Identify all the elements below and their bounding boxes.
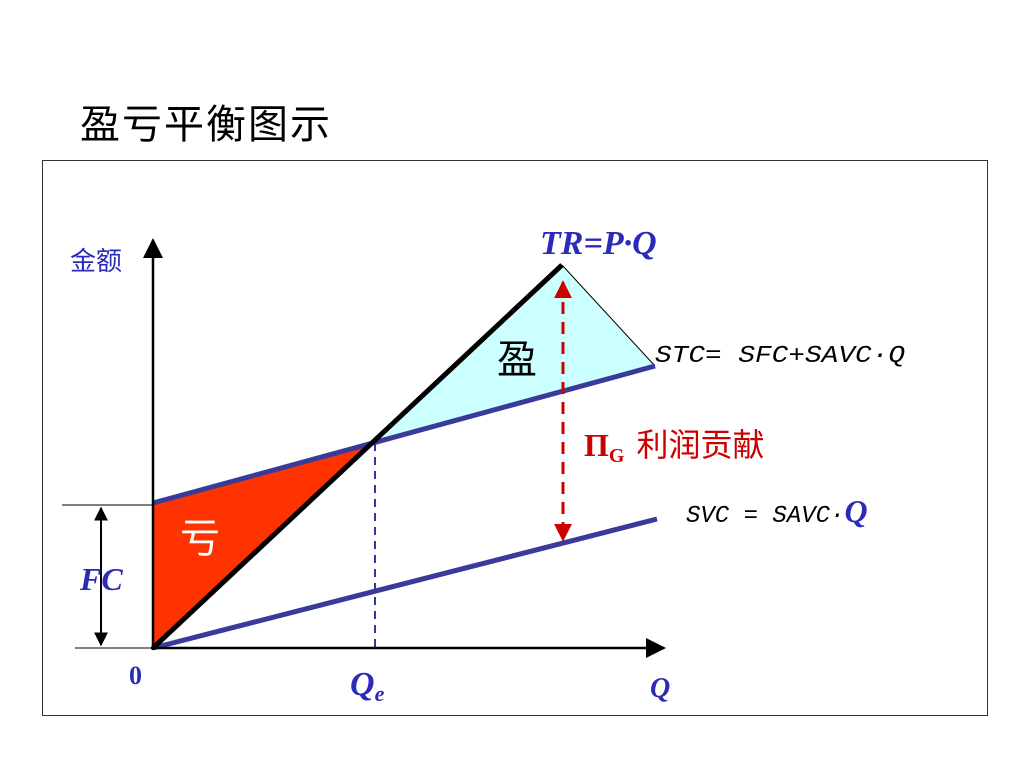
qe-label: Qe (350, 666, 385, 706)
svc-label-text: SVC = SAVC· (686, 503, 844, 530)
profit-region-label: 盈 (497, 337, 537, 383)
qe-label-sub: e (375, 681, 385, 706)
stc-label: STC= SFC+SAVC·Q (655, 343, 905, 370)
stc-line (152, 363, 656, 506)
svc-label: SVC = SAVC·Q (686, 493, 868, 530)
loss-region-label: 亏 (180, 516, 220, 562)
svc-line (152, 516, 658, 651)
tr-line (151, 263, 564, 650)
origin-label: 0 (129, 661, 142, 690)
diagram-frame (42, 160, 988, 716)
svc-label-q: Q (844, 493, 867, 529)
x-axis-label: Q (650, 673, 670, 704)
fc-label: FC (79, 561, 123, 597)
profit-region-border (561, 264, 656, 367)
tr-label: TR=P·Q (540, 225, 657, 262)
y-axis-label: 金额 (70, 247, 122, 277)
profit-contribution-label: ΠG 利润贡献 (584, 426, 764, 467)
profit-region (373, 265, 655, 443)
pi-subscript: G (609, 445, 625, 467)
qe-label-base: Q (350, 666, 375, 703)
slide-title: 盈亏平衡图示 (80, 102, 332, 148)
pi-label: 利润贡献 (636, 426, 764, 464)
pi-symbol: Π (584, 427, 609, 463)
